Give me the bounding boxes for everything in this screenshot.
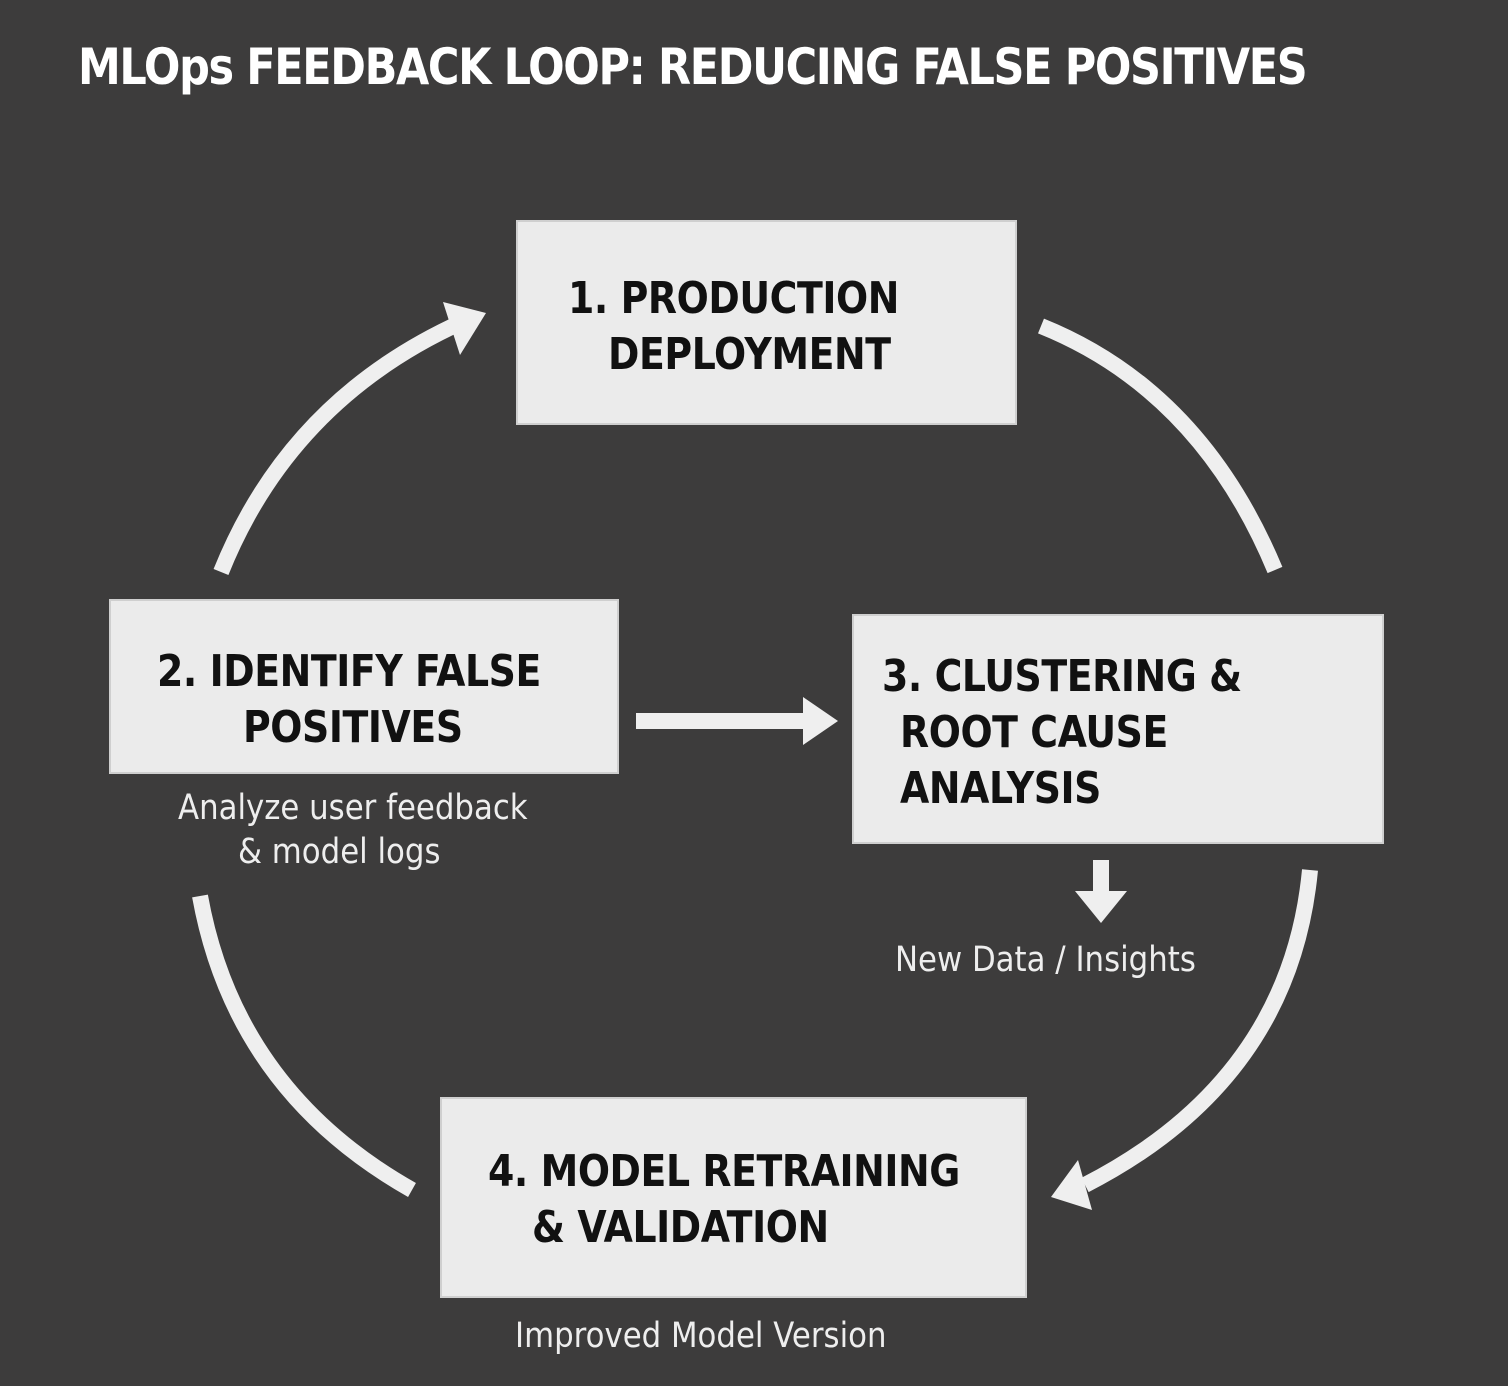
arrowhead-to-clustering-icon [803,697,838,745]
step-1-line-1: 1. PRODUCTION [568,273,899,324]
arc-deployment-to-clustering [1038,318,1283,574]
arrowhead-to-deployment-icon [443,302,486,355]
step-2-line-2: POSITIVES [243,702,463,753]
step-box-clustering-root-cause: 3. CLUSTERING & ROOT CAUSE ANALYSIS [852,614,1384,844]
arrowhead-down-icon [1075,891,1127,923]
step-3-line-3: ANALYSIS [900,763,1102,814]
step-3-line-2: ROOT CAUSE [900,707,1168,758]
step-3-caption: New Data / Insights [895,940,1196,980]
step-4-caption: Improved Model Version [515,1316,887,1356]
step-4-line-2: & VALIDATION [532,1202,829,1253]
arc-identify-to-deployment [213,314,466,575]
step-box-production-deployment: 1. PRODUCTION DEPLOYMENT [516,220,1017,425]
step-2-caption-line-1: Analyze user feedback [178,788,528,828]
step-3-line-1: 3. CLUSTERING & [882,651,1242,702]
step-4-line-1: 4. MODEL RETRAINING [488,1146,960,1197]
step-2-line-1: 2. IDENTIFY FALSE [157,646,541,697]
diagram-title: MLOps FEEDBACK LOOP: REDUCING FALSE POSI… [78,38,1308,96]
arc-retraining-to-identify [192,894,416,1197]
step-box-model-retraining: 4. MODEL RETRAINING & VALIDATION [440,1097,1027,1298]
step-2-caption-line-2: & model logs [238,832,441,872]
arrowhead-to-retraining-icon [1051,1160,1092,1210]
step-box-identify-false-positives: 2. IDENTIFY FALSE POSITIVES [109,599,619,774]
step-1-line-2: DEPLOYMENT [608,329,891,380]
arc-clustering-to-retraining [1081,869,1318,1193]
